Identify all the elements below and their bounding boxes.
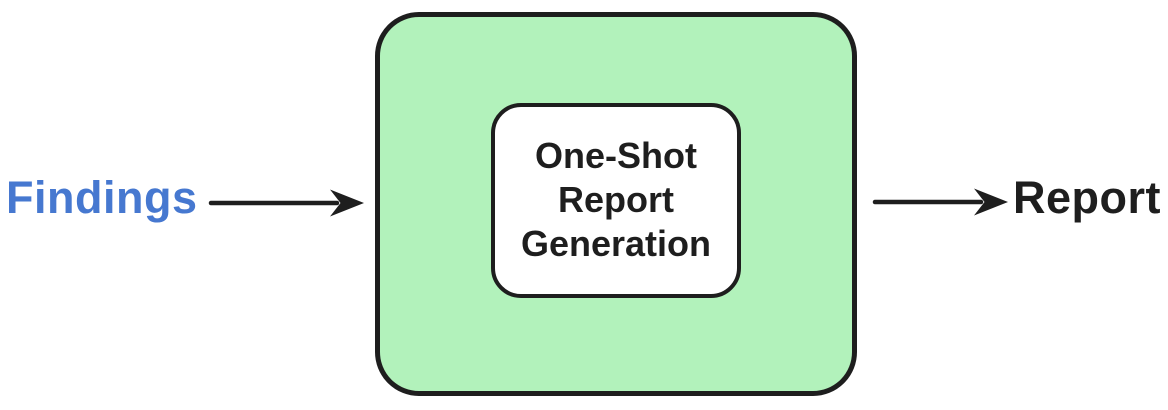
- process-label: One-Shot Report Generation: [520, 135, 712, 264]
- findings-label: Findings: [6, 172, 198, 223]
- process-outer-box: One-Shot Report Generation: [375, 12, 857, 396]
- report-label: Report: [1013, 172, 1161, 223]
- findings-arrow-icon: [208, 189, 364, 217]
- process-inner-box: One-Shot Report Generation: [491, 102, 741, 298]
- report-arrow-icon: [872, 188, 1008, 216]
